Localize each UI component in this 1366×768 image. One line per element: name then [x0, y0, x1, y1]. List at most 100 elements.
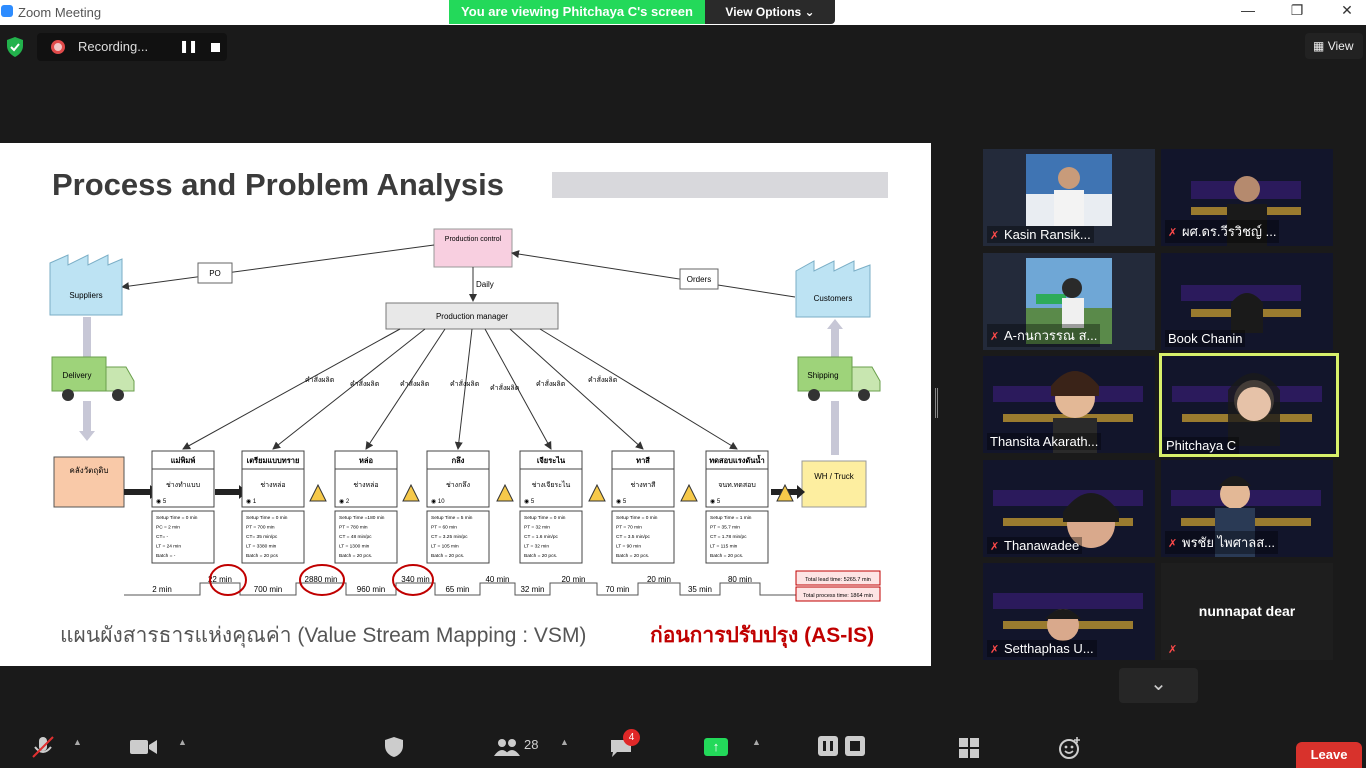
- chevron-down-icon: ⌄: [1150, 673, 1167, 695]
- value-stream-map: Production control Daily Production mana…: [49, 228, 881, 602]
- video-options-caret-icon[interactable]: ▲: [178, 737, 187, 747]
- process-data-line: PT = 32 min: [524, 525, 550, 531]
- process-data-line: LT = 24 min: [156, 544, 181, 550]
- total-process-box: [795, 586, 881, 602]
- participants-icon[interactable]: [494, 738, 520, 756]
- production-control-label: Production control: [445, 236, 502, 243]
- panel-resize-handle[interactable]: [935, 388, 938, 418]
- audio-options-caret-icon[interactable]: ▲: [73, 737, 82, 747]
- highlight-circle-340: [392, 564, 434, 596]
- order-label: คำสั่งผลิต: [400, 379, 430, 388]
- recording-dot-icon: [51, 40, 65, 54]
- process-data-line: LT = 90 min: [616, 544, 641, 550]
- process-data-line: PT = 780 min: [339, 525, 368, 531]
- timeline-wait-label: 70 min: [605, 585, 629, 594]
- share-screen-icon[interactable]: ↑: [704, 738, 728, 756]
- participant-tile[interactable]: ✗Setthaphas U...: [983, 563, 1155, 660]
- meeting-toolbar: ▲ ▲ 28 ▲ 4 ↑ ▲ Leave: [0, 717, 1366, 768]
- process-worker: ช่างทำแบบ: [166, 481, 200, 489]
- timeline-wait-label: 960 min: [357, 585, 385, 594]
- shared-screen-slide: Process and Problem Analysis Production …: [0, 143, 931, 666]
- participant-tile-active-speaker[interactable]: Phitchaya C: [1159, 353, 1339, 457]
- customers-label: Customers: [814, 294, 853, 303]
- process-worker: ช่างหล่อ: [260, 482, 285, 489]
- process-data-line: LT = 105 min: [431, 544, 459, 550]
- participant-tile[interactable]: ✗พรชัย ไพศาลส...: [1161, 460, 1333, 557]
- close-button[interactable]: ✕: [1341, 2, 1353, 18]
- zoom-app-icon: [1, 5, 13, 17]
- participant-tile[interactable]: ✗Thanawadee: [983, 460, 1155, 557]
- inventory-triangle-icons: [309, 483, 794, 502]
- participants-caret-icon[interactable]: ▲: [560, 737, 569, 747]
- security-icon[interactable]: [384, 736, 404, 758]
- participant-tile[interactable]: ✗Kasin Ransik...: [983, 149, 1155, 246]
- participant-name: ✗พรชัย ไพศาลส...: [1165, 531, 1278, 554]
- raw-store-label: คลังวัตถุดิบ: [70, 466, 109, 475]
- total-lead-label: Total lead time: 5265.7 min: [805, 577, 871, 583]
- participant-tile[interactable]: nunnapat dear ✗: [1161, 563, 1333, 660]
- gallery-scroll-down-button[interactable]: ⌄: [1119, 668, 1198, 703]
- process-data-box: [334, 510, 398, 564]
- mic-muted-icon: ✗: [1168, 538, 1178, 550]
- pause-share-icon[interactable]: [818, 736, 838, 756]
- wh-truck-box: [801, 460, 867, 508]
- viewing-screen-banner: You are viewing Phitchaya C's screen: [449, 0, 705, 24]
- apps-grid-icon[interactable]: [958, 737, 980, 759]
- pause-recording-icon[interactable]: ❚❚: [179, 39, 198, 53]
- participant-tile[interactable]: ✗ผศ.ดร.วีรวิชญ์ ...: [1161, 149, 1333, 246]
- participant-video: [983, 460, 1155, 557]
- shipping-label: Shipping: [807, 371, 838, 380]
- process-operator-count: ◉ 5: [710, 499, 721, 505]
- process-data-line: Setup Time = 0 min: [524, 515, 566, 521]
- participants-count: 28: [524, 737, 539, 752]
- participant-tile[interactable]: Thansita Akarath...: [983, 356, 1155, 453]
- order-label: คำสั่งผลิต: [536, 379, 566, 388]
- process-data-line: Batch = 20 pcs.: [339, 553, 372, 559]
- po-box: [197, 262, 233, 284]
- stop-recording-icon[interactable]: [211, 43, 220, 52]
- view-label: View: [1327, 39, 1354, 53]
- process-data-box: [151, 510, 215, 564]
- process-data-line: CT= 35 min/pc: [246, 534, 278, 540]
- leave-meeting-button[interactable]: Leave: [1296, 742, 1362, 768]
- process-data-line: LT = 1300 min: [339, 544, 370, 550]
- participant-name: ✗A-กนกวรรณ ส...: [987, 324, 1101, 347]
- process-data-line: CT = 3.25 min/pc: [431, 534, 468, 540]
- participant-name: Thansita Akarath...: [987, 433, 1102, 450]
- suppliers-label: Suppliers: [69, 291, 102, 300]
- participant-tile[interactable]: ✗A-กนกวรรณ ส...: [983, 253, 1155, 350]
- process-worker: ช่างกลึง: [446, 480, 470, 489]
- reactions-icon[interactable]: [1058, 736, 1082, 760]
- participant-tile[interactable]: Book Chanin: [1161, 253, 1333, 350]
- total-process-label: Total process time: 1864 min: [803, 593, 873, 599]
- process-data-box: [426, 510, 490, 564]
- process-operator-count: ◉ 5: [616, 499, 627, 505]
- restore-button[interactable]: ❐: [1290, 2, 1304, 18]
- process-data-line: CT= -: [156, 534, 169, 540]
- process-name: กลึง: [452, 456, 465, 465]
- participant-name: Book Chanin: [1165, 330, 1246, 347]
- stop-share-icon[interactable]: [845, 736, 865, 756]
- orders-label: Orders: [687, 275, 711, 284]
- process-data-line: Batch = 20 pcs.: [710, 553, 743, 559]
- production-manager-box: [385, 302, 559, 330]
- view-options-button[interactable]: View Options ⌄: [705, 0, 835, 24]
- process-data-line: Setup Time = 0 min: [156, 515, 198, 521]
- raw-material-store-box: [53, 456, 125, 508]
- order-label: คำสั่งผลิต: [350, 379, 380, 388]
- production-control-box: [433, 228, 513, 268]
- mute-mic-icon[interactable]: [30, 735, 56, 759]
- view-layout-button[interactable]: ▦ View: [1305, 33, 1363, 59]
- minimize-button[interactable]: —: [1241, 2, 1255, 18]
- process-data-line: Setup Time =180 min: [339, 515, 385, 521]
- mic-muted-icon: ✗: [990, 644, 1000, 656]
- grid-icon: ▦: [1313, 39, 1325, 53]
- video-camera-icon[interactable]: [130, 739, 158, 755]
- security-shield-icon[interactable]: [4, 36, 26, 58]
- order-label: คำสั่งผลิต: [490, 383, 520, 392]
- process-data-line: Batch = 20 pcs.: [431, 553, 464, 559]
- order-label: คำสั่งผลิต: [305, 375, 335, 384]
- share-options-caret-icon[interactable]: ▲: [752, 737, 761, 747]
- process-worker: ช่างหล่อ: [353, 482, 378, 489]
